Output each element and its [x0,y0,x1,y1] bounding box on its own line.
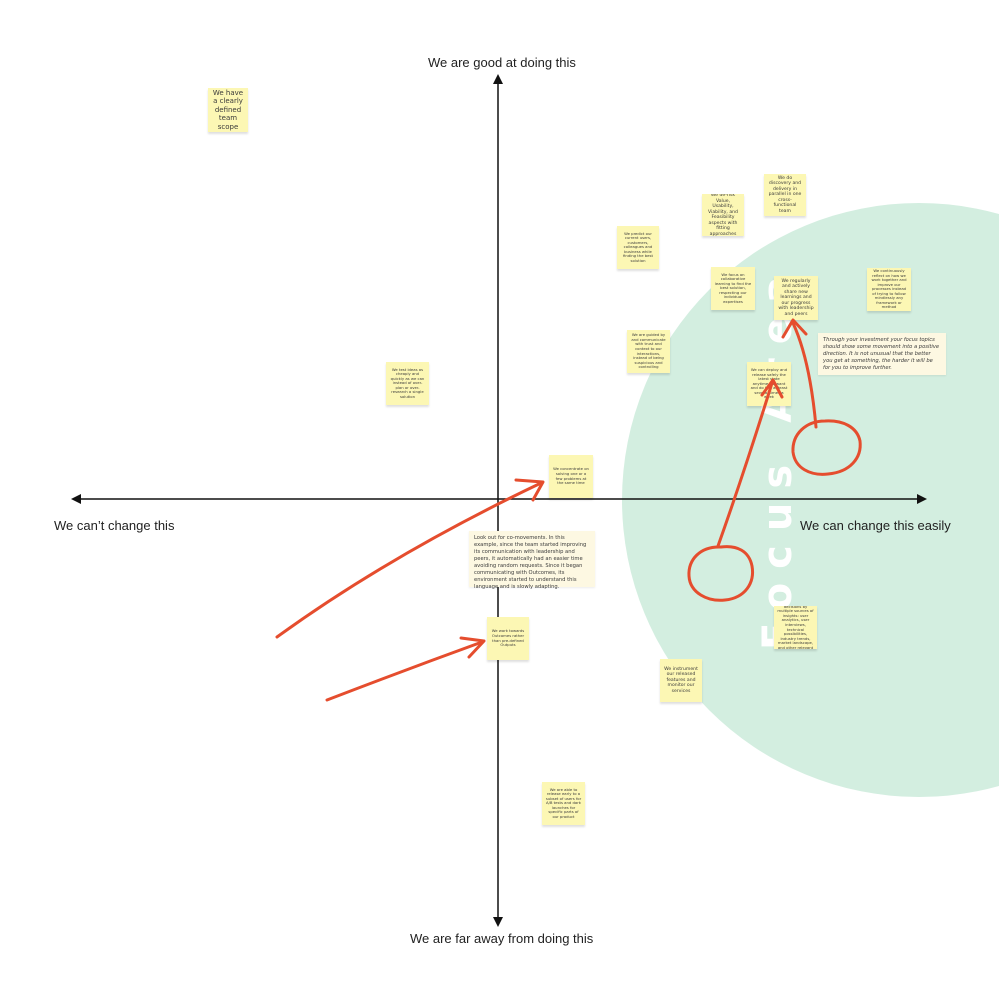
sticky-note-multiple-insights: We guide our decisions by multiple sourc… [774,606,817,649]
sticky-note-outcomes: We work towards Outcomes rather than pre… [487,617,529,660]
sticky-note-test-ideas: We test ideas as cheaply and quickly as … [386,362,429,405]
arrowhead-bottom [493,917,503,927]
axis-label-right: We can change this easily [800,518,951,533]
sticky-note-derisk: We de-risk Value, Usability, Viability, … [702,194,744,236]
sticky-note-concentrate-problems: We concentrate on solving one or a few p… [549,455,593,498]
sticky-note-team-scope: We have a clearly defined team scope [208,88,248,132]
sticky-note-instrument: We instrument our released features and … [660,659,702,702]
arrowhead-right [917,494,927,504]
callout-focus: Through your investment your focus topic… [818,333,946,375]
arrowhead-top [493,74,503,84]
axis-label-top: We are good at doing this [428,55,576,70]
sticky-note-collaborative-learning: We focus on collaborative learning to fi… [711,267,755,310]
axis-label-left: We can’t change this [54,518,175,533]
sticky-note-predict-users: We predict our current users, customers,… [617,226,659,269]
sticky-note-release-early: We are able to release early to a subset… [542,782,585,825]
sticky-note-share-learnings: We regularly and actively share new lear… [774,276,818,320]
arrowhead-left [71,494,81,504]
sticky-note-discovery-delivery: We do discovery and delivery in parallel… [764,174,806,216]
axis-label-bottom: We are far away from doing this [410,931,594,946]
sticky-note-trust-context: We are guided by and communicate with tr… [627,330,670,373]
callout-comovement: Look out for co-movements. In this examp… [469,531,595,590]
sticky-note-reflect: We continuously reflect on how we work t… [867,268,911,311]
sticky-note-deploy-release: We can deploy and release safely the lat… [747,362,791,406]
